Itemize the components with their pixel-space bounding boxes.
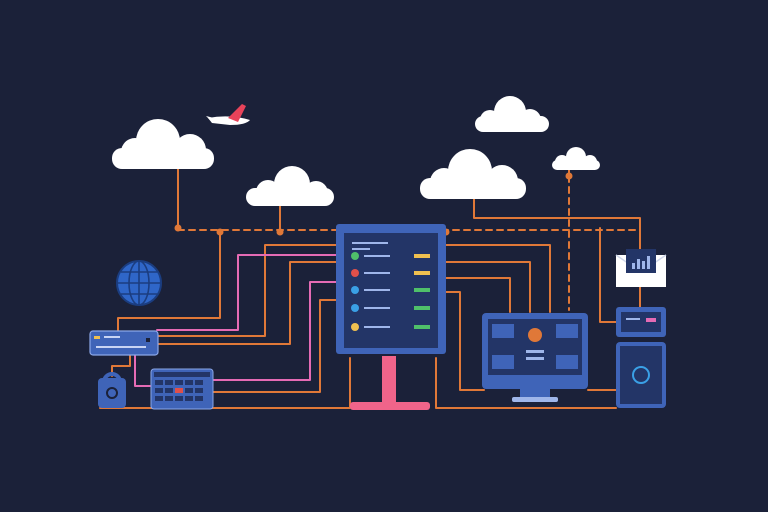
lock-wire bbox=[111, 354, 131, 377]
globe-wire bbox=[117, 231, 221, 333]
router-pink-wire bbox=[156, 254, 339, 331]
globe-icon bbox=[116, 260, 162, 306]
storage-wire bbox=[599, 227, 617, 323]
status-light-yellow bbox=[351, 323, 359, 331]
junction-dot bbox=[565, 172, 573, 180]
cloud-icon bbox=[420, 149, 526, 199]
airplane-icon bbox=[206, 104, 250, 125]
server-bottom-wire bbox=[435, 357, 617, 409]
status-light-blue bbox=[351, 286, 359, 294]
server-right-wire-3 bbox=[445, 277, 511, 313]
storage-device-icon[interactable] bbox=[616, 307, 666, 408]
alert-badge bbox=[528, 328, 542, 342]
desktop-monitor-icon[interactable] bbox=[482, 313, 588, 402]
calendar-grid-icon[interactable] bbox=[150, 368, 214, 410]
cloud-icon bbox=[112, 119, 214, 169]
junction-dot bbox=[216, 228, 224, 236]
server-rack-icon[interactable] bbox=[336, 224, 446, 410]
server-row[interactable] bbox=[351, 269, 430, 277]
cloud-icon bbox=[475, 96, 549, 132]
junction-dot bbox=[174, 224, 182, 232]
server-right-wire-2 bbox=[445, 261, 531, 313]
status-light-green bbox=[351, 252, 359, 260]
router-wire-2 bbox=[156, 261, 339, 345]
power-ring-icon bbox=[632, 366, 650, 384]
server-status-list bbox=[351, 252, 430, 331]
server-row[interactable] bbox=[351, 323, 430, 331]
cloud-icon bbox=[552, 147, 600, 170]
panel-wire-1 bbox=[212, 299, 339, 393]
router-wire-1 bbox=[156, 244, 339, 337]
bottom-bus-wire bbox=[99, 357, 351, 409]
server-row[interactable] bbox=[351, 252, 430, 260]
cloud-right-wire bbox=[473, 197, 641, 251]
server-right-wire-1 bbox=[445, 244, 551, 313]
envelope-chart-icon[interactable] bbox=[615, 249, 667, 287]
junction-dot bbox=[276, 228, 284, 236]
padlock-icon bbox=[98, 372, 126, 408]
status-light-blue bbox=[351, 304, 359, 312]
status-light-red bbox=[351, 269, 359, 277]
panel-pink-wire bbox=[134, 281, 339, 387]
cloud-icon bbox=[246, 166, 334, 206]
router-icon[interactable] bbox=[89, 330, 159, 356]
server-right-wire-4 bbox=[445, 291, 485, 391]
server-row[interactable] bbox=[351, 304, 430, 312]
server-row[interactable] bbox=[351, 286, 430, 294]
